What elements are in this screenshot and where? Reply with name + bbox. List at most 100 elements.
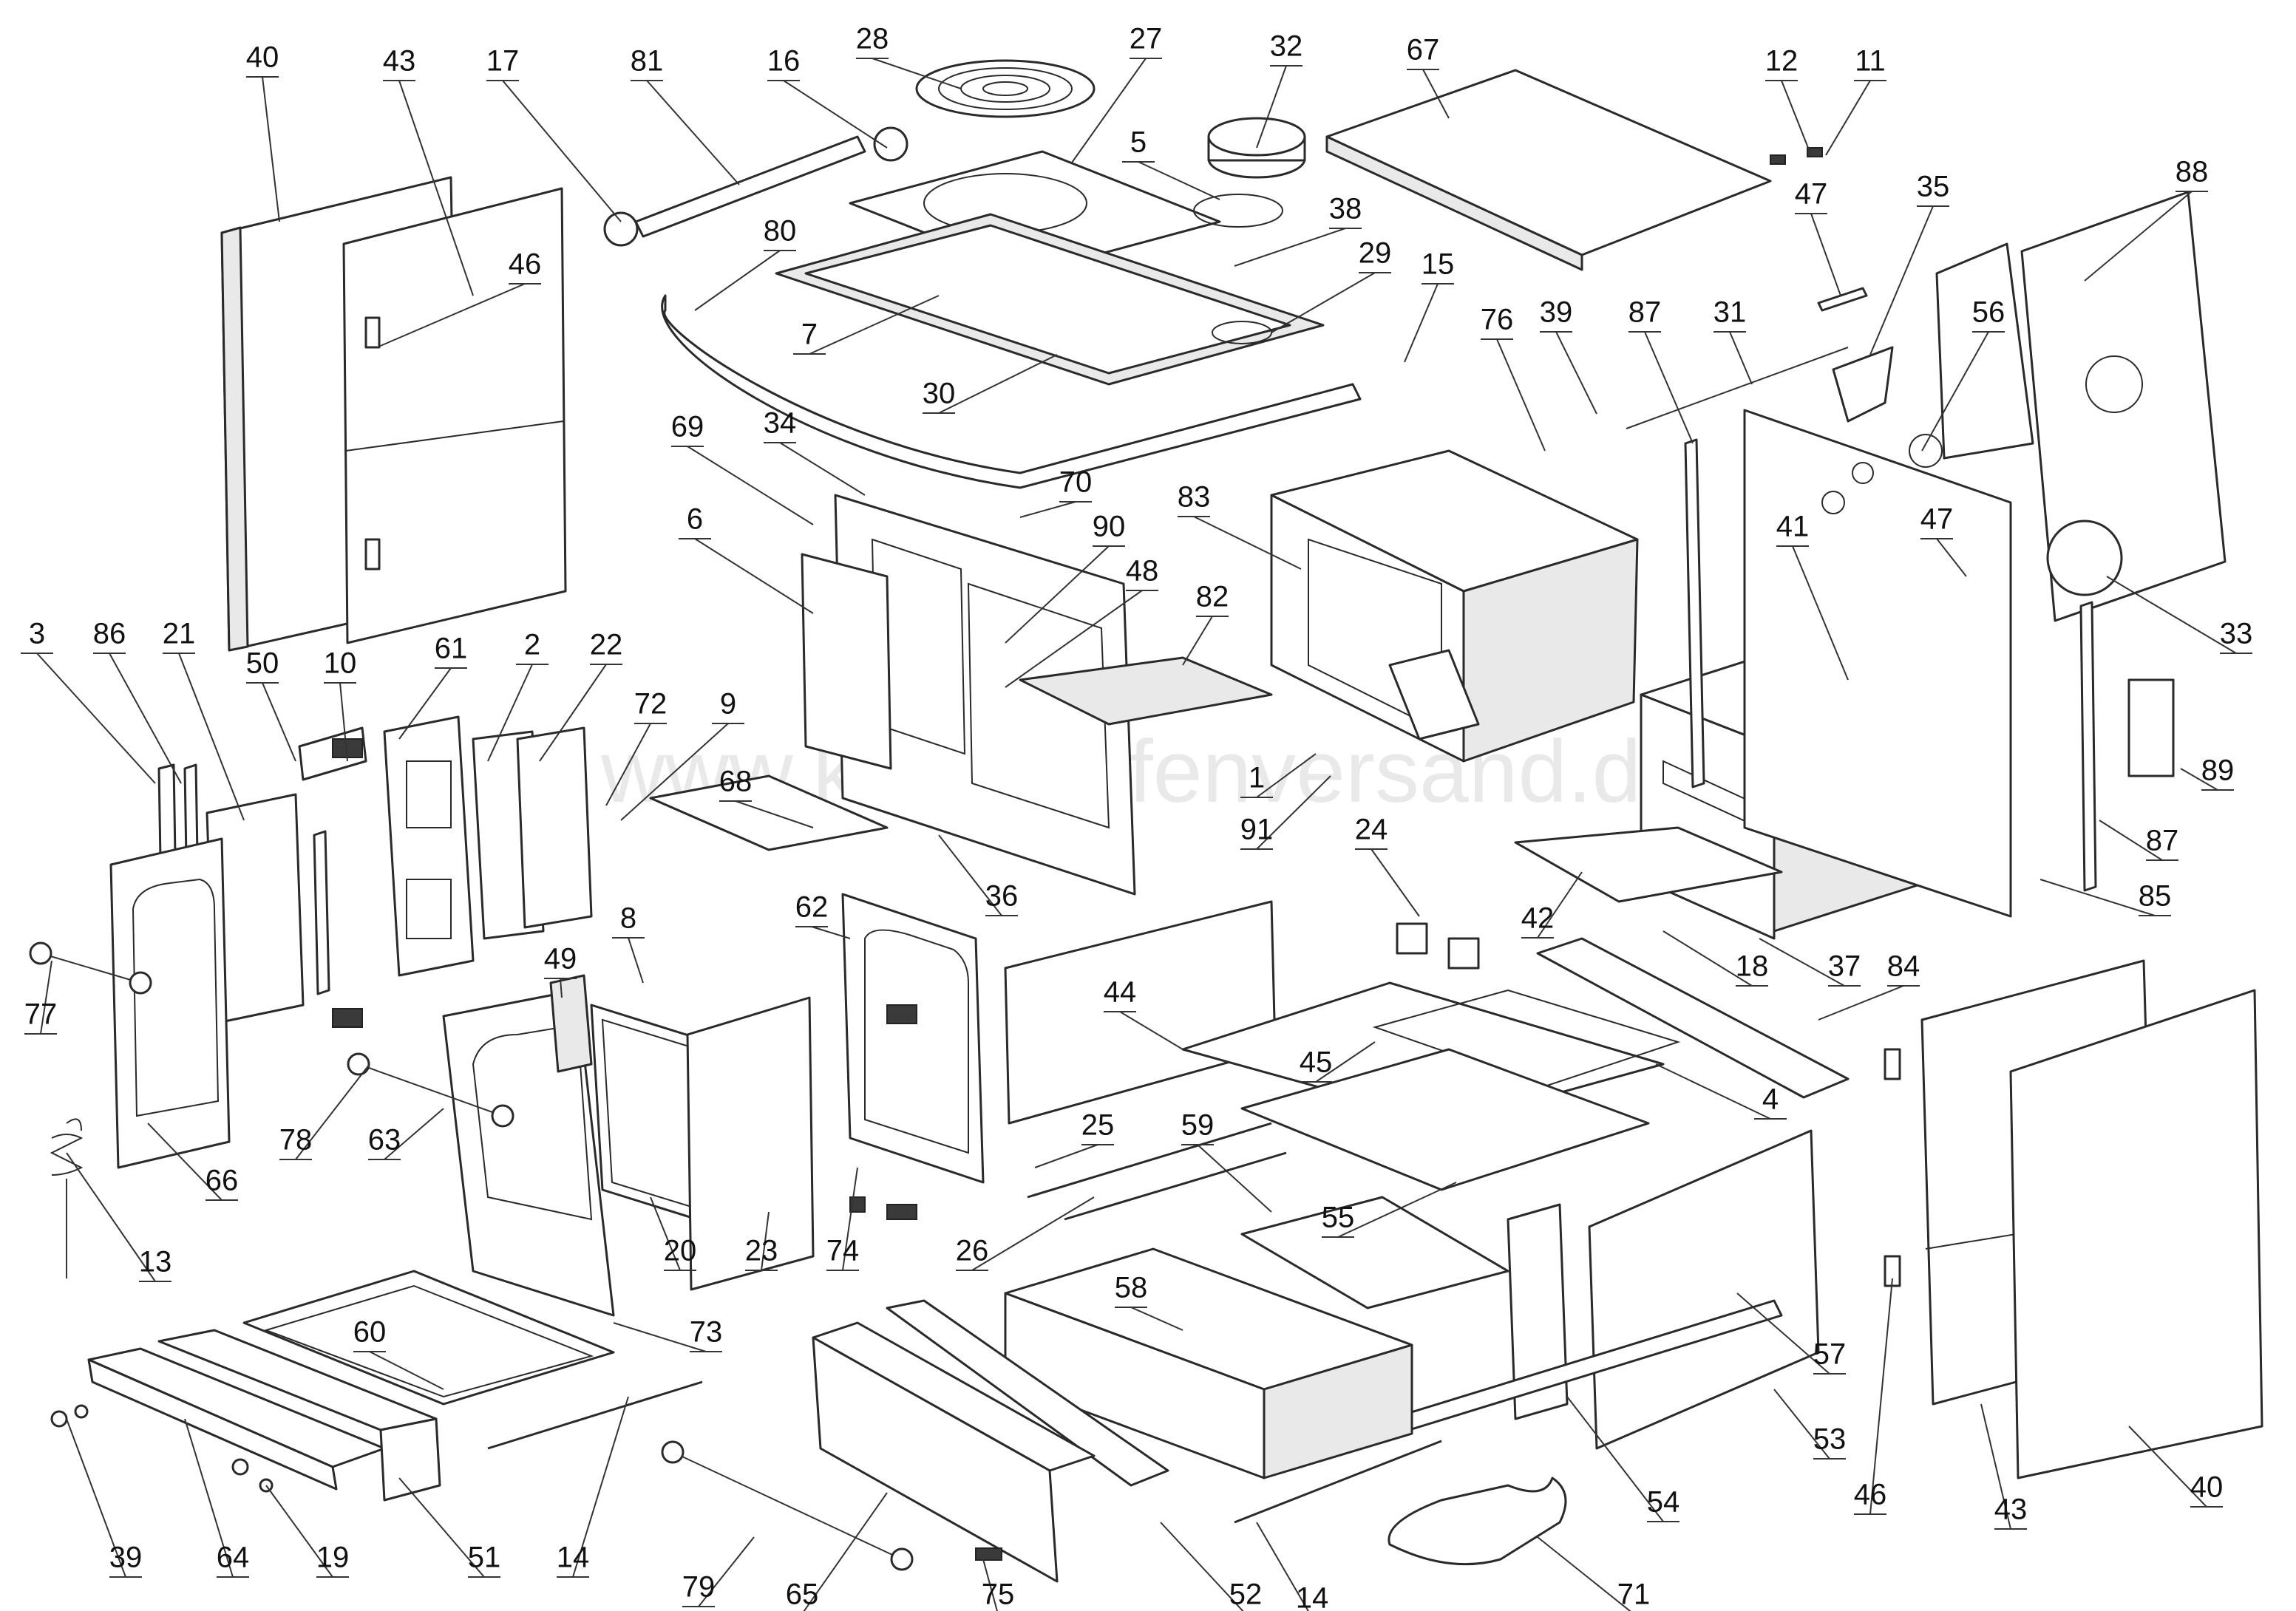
leader-line [1869, 205, 1934, 355]
leader-line [872, 58, 962, 89]
leader-line [698, 1536, 755, 1607]
leader-line [1256, 775, 1331, 850]
panel-59 [1240, 1196, 1509, 1309]
callout-number: 13 [139, 1246, 172, 1278]
callout-number: 78 [279, 1124, 313, 1157]
leader-line [1818, 985, 1904, 1021]
callout-number: 39 [109, 1542, 143, 1574]
small-plate [2127, 678, 2175, 777]
leader-line [1655, 1063, 1771, 1120]
callout-number: 40 [2190, 1471, 2224, 1504]
callout-40: 40 [2128, 1426, 2224, 1508]
leader-line [560, 978, 563, 998]
leader-line [376, 283, 526, 348]
callout-number: 19 [316, 1542, 350, 1574]
leader-line [1138, 161, 1220, 200]
callout-number: 88 [2176, 156, 2209, 188]
callout-number: 31 [1713, 296, 1747, 329]
callout-number: 29 [1359, 237, 1392, 270]
leader-line [1034, 1144, 1098, 1168]
leader-line [694, 538, 814, 614]
strip-door [313, 830, 330, 995]
callout-46: 46 [1854, 1278, 1893, 1515]
leader-line [1005, 590, 1143, 688]
callout-62: 62 [795, 891, 851, 939]
callout-number: 66 [206, 1165, 239, 1197]
leader-line [938, 834, 1002, 916]
callout-number: 14 [1296, 1582, 1329, 1611]
leader-line [66, 1152, 156, 1282]
callout-number: 37 [1828, 950, 1861, 983]
callout-number: 15 [1422, 248, 1455, 281]
callout-number: 60 [353, 1316, 387, 1349]
leader-line [1182, 616, 1213, 666]
callout-51: 51 [398, 1477, 501, 1578]
callout-43: 43 [1980, 1403, 2028, 1530]
callout-27: 27 [1071, 23, 1162, 163]
callout-number: 42 [1521, 902, 1555, 935]
firebox-door [383, 715, 593, 977]
callout-number: 43 [1994, 1494, 2028, 1526]
callout-24: 24 [1355, 814, 1420, 917]
callout-number: 52 [1229, 1578, 1263, 1611]
door-62 [841, 893, 985, 1184]
oven-door-63 [442, 974, 615, 1317]
leader-line [938, 354, 1058, 414]
leader-line [1422, 69, 1450, 119]
leader-line [1825, 80, 1871, 156]
callout-number: 61 [435, 633, 468, 665]
callout-number: 7 [801, 319, 818, 351]
leader-line [147, 1123, 223, 1201]
callout-number: 38 [1329, 193, 1362, 225]
callout-48: 48 [1005, 555, 1158, 688]
leader-line [1130, 1307, 1183, 1331]
callout-number: 86 [93, 618, 126, 650]
callout-number: 28 [856, 23, 889, 55]
leader-line [1256, 65, 1287, 149]
leader-line [605, 723, 651, 806]
callout-number: 32 [1270, 30, 1303, 63]
callout-number: 59 [1181, 1109, 1215, 1142]
callout-41: 41 [1776, 511, 1849, 681]
glass-23 [686, 996, 815, 1291]
leader-line [2084, 191, 2193, 282]
leader-line [1005, 545, 1110, 644]
callout-88: 88 [2084, 156, 2209, 282]
callout-22: 22 [539, 629, 622, 762]
leader-line [109, 653, 182, 784]
leader-line [982, 1559, 998, 1611]
post-54 [1507, 1203, 1569, 1420]
callout-number: 68 [719, 766, 753, 798]
handle-79 [661, 1440, 914, 1571]
callout-70: 70 [1019, 466, 1092, 518]
callout-number: 72 [634, 688, 668, 721]
callout-number: 51 [468, 1542, 501, 1574]
callout-number: 11 [1855, 45, 1886, 78]
callout-87: 87 [1628, 296, 1694, 444]
leader-line [1537, 1536, 1631, 1611]
callout-number: 91 [1240, 814, 1274, 846]
leader-line [803, 1492, 888, 1611]
callout-number: 69 [671, 411, 704, 443]
leader-line [1980, 1403, 2011, 1530]
callout-5: 5 [1122, 126, 1220, 200]
leader-line [2106, 576, 2237, 654]
callout-number: 82 [1196, 581, 1229, 613]
callout-47: 47 [1795, 178, 1841, 296]
callout-87: 87 [2099, 820, 2178, 861]
callout-71: 71 [1537, 1536, 1650, 1611]
callout-82: 82 [1182, 581, 1229, 666]
callout-number: 65 [786, 1578, 819, 1611]
callout-32: 32 [1256, 30, 1303, 149]
callout-number: 40 [246, 41, 279, 74]
callout-number: 18 [1736, 950, 1769, 983]
callout-10: 10 [324, 647, 356, 762]
callout-7: 7 [793, 295, 940, 355]
leader-line [1371, 848, 1420, 917]
callout-76: 76 [1481, 304, 1546, 452]
glove-71 [1388, 1477, 1567, 1566]
callout-number: 12 [1765, 45, 1799, 78]
leader-line [1119, 1011, 1183, 1050]
leader-line [1759, 938, 1845, 987]
leader-line [971, 1196, 1095, 1271]
